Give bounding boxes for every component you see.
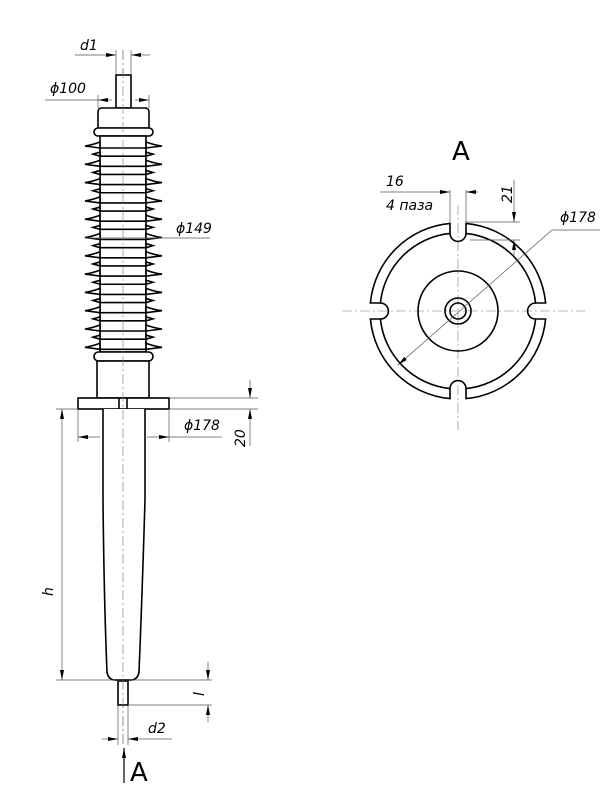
- flange: [77, 397, 170, 410]
- top-terminal-rod: [115, 74, 132, 109]
- view-a-title: A: [452, 137, 470, 167]
- lower-tube: [102, 409, 146, 681]
- large-shed: [84, 232, 163, 241]
- dim-phi100-lines: [45, 95, 150, 108]
- small-shed: [90, 242, 156, 249]
- view-a: A 16 4 паза 21 ϕ178: [342, 137, 600, 430]
- slot: [449, 233, 467, 243]
- large-shed: [84, 342, 163, 351]
- insulator-sheds: [84, 135, 163, 353]
- dim-length: l: [192, 692, 208, 696]
- dim-d2-lines: [102, 705, 172, 745]
- dim-height-lines: [56, 408, 212, 681]
- large-shed: [84, 159, 163, 168]
- dim-flange-thickness: 20: [233, 429, 249, 447]
- large-shed: [84, 305, 163, 314]
- dim-phi178-lines: [77, 409, 222, 442]
- top-cap: [97, 107, 150, 129]
- side-view: d1 ϕ100 ϕ149 20 ϕ178 h: [41, 38, 258, 788]
- dim-diameter: ϕ178: [560, 210, 596, 226]
- dim-d1-lines: [75, 50, 150, 75]
- bore-inner: [449, 302, 467, 320]
- view-arrow-label: A: [130, 758, 148, 788]
- dim-slot-depth-lines: [466, 180, 520, 255]
- large-shed: [84, 140, 163, 149]
- dim-height: h: [41, 587, 57, 596]
- dim-slot-width-lines: [380, 190, 478, 222]
- small-shed: [90, 224, 156, 231]
- slotted-ring: [369, 222, 547, 400]
- slot: [380, 302, 390, 320]
- small-shed: [90, 169, 156, 176]
- small-shed: [90, 151, 156, 158]
- small-shed: [90, 315, 156, 322]
- slot: [526, 302, 536, 320]
- dim-flange-thickness-lines: [169, 380, 258, 446]
- large-shed: [84, 287, 163, 296]
- dim-d2: d2: [148, 721, 166, 737]
- small-shed: [90, 260, 156, 268]
- dim-slot-count: 4 паза: [386, 198, 433, 214]
- dim-diameter-leader: [397, 229, 600, 366]
- dim-phi178: ϕ178: [184, 418, 220, 434]
- top-ring: [93, 127, 154, 137]
- small-shed: [90, 279, 156, 286]
- large-shed: [84, 250, 163, 259]
- small-shed: [90, 334, 156, 341]
- large-shed: [84, 214, 163, 223]
- middle-circle: [417, 270, 499, 352]
- dim-phi100: ϕ100: [50, 81, 86, 97]
- dim-phi149: ϕ149: [176, 221, 212, 237]
- large-shed: [84, 268, 163, 278]
- dim-slot-depth: 21: [500, 185, 516, 203]
- large-shed: [84, 195, 163, 204]
- bore-outer: [444, 297, 472, 325]
- bottom-ring: [93, 351, 154, 362]
- small-shed: [90, 297, 156, 304]
- ring-segments: [369, 222, 547, 400]
- dim-d1: d1: [80, 38, 98, 54]
- slot: [449, 379, 467, 389]
- large-shed: [84, 323, 163, 332]
- small-shed: [90, 205, 156, 213]
- dim-slot-width: 16: [386, 174, 404, 190]
- dim-length-lines: [128, 662, 212, 722]
- large-shed: [84, 177, 163, 186]
- small-shed: [90, 187, 156, 194]
